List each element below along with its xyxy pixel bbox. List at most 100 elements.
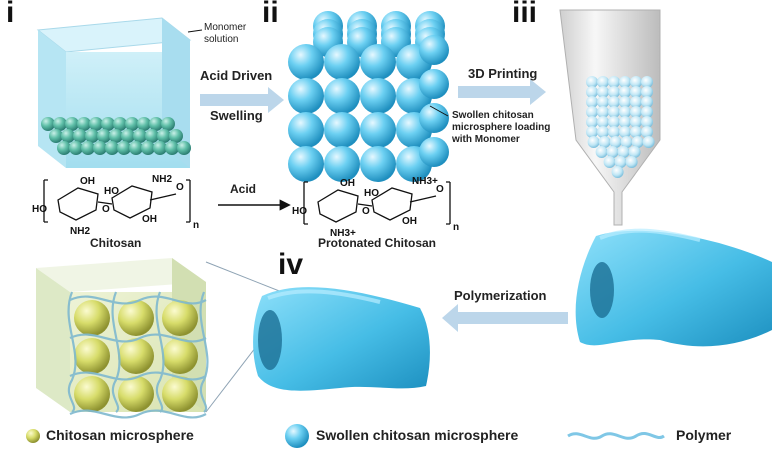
- syringe-microsphere: [597, 126, 609, 138]
- syringe-microsphere: [642, 136, 655, 148]
- network-microsphere: [74, 376, 110, 412]
- syringe-microsphere: [598, 136, 611, 148]
- teal-microsphere: [133, 129, 147, 143]
- protonated-chitosan-structure: [303, 181, 451, 225]
- legend-polymer: Polymer: [676, 427, 732, 443]
- panel-label-iv: iv: [278, 248, 304, 281]
- teal-microsphere: [177, 141, 191, 155]
- syringe-microsphere: [608, 76, 620, 88]
- polymer-strand: [67, 291, 77, 413]
- teal-microsphere: [169, 129, 183, 143]
- syringe-microsphere: [586, 106, 598, 118]
- panel-iii-organ: [575, 228, 772, 347]
- teal-microsphere: [77, 117, 91, 131]
- polymer-strand: [69, 295, 207, 305]
- polymer-strand: [69, 333, 207, 343]
- teal-microsphere: [85, 129, 99, 143]
- teal-microsphere: [101, 117, 115, 131]
- syringe-microsphere: [630, 126, 642, 138]
- syringe-microsphere: [608, 126, 620, 138]
- acid-driven-label: Acid Driven: [200, 68, 273, 83]
- network-microsphere: [118, 300, 154, 336]
- chem-nh2-1: NH2: [70, 226, 90, 237]
- chem-oh-3: OH: [340, 178, 355, 189]
- 3d-printing-label: 3D Printing: [468, 66, 538, 81]
- syringe-microsphere: [619, 96, 631, 108]
- teal-microsphere: [93, 141, 107, 155]
- syringe-microsphere: [630, 116, 642, 128]
- syringe-microsphere: [608, 116, 620, 128]
- teal-microsphere: [149, 117, 163, 131]
- panel-iii-syringe: [559, 9, 661, 226]
- syringe-microsphere: [620, 136, 633, 148]
- teal-microsphere: [109, 129, 123, 143]
- teal-microsphere: [49, 129, 63, 143]
- swollen-microsphere: [324, 78, 360, 114]
- swollen-microsphere: [324, 112, 360, 148]
- chem-ho-4: HO: [364, 188, 379, 199]
- teal-microsphere: [117, 141, 131, 155]
- chem-ho-3: HO: [292, 206, 307, 217]
- panel-label-i: i: [6, 0, 15, 29]
- syringe-microsphere: [597, 106, 609, 118]
- protonated-chitosan-label: Protonated Chitosan: [318, 236, 437, 250]
- teal-microsphere: [65, 117, 79, 131]
- swollen-microsphere: [419, 103, 449, 133]
- swollen-microsphere: [288, 146, 324, 182]
- teal-microsphere: [81, 141, 95, 155]
- syringe-microsphere: [597, 86, 609, 98]
- teal-microsphere: [157, 129, 171, 143]
- syringe-microsphere: [586, 116, 598, 128]
- syringe-microsphere: [595, 146, 608, 158]
- swollen-microsphere: [288, 44, 324, 80]
- teal-microsphere: [105, 141, 119, 155]
- syringe-microsphere: [597, 96, 609, 108]
- syringe-microsphere: [641, 116, 653, 128]
- syringe-microsphere: [641, 86, 653, 98]
- panel-i-cube: [36, 17, 192, 168]
- swollen-microsphere: [360, 78, 396, 114]
- teal-microsphere: [61, 129, 75, 143]
- panel-iv-network-cube: [36, 258, 209, 419]
- legend-chitosan-microsphere-mark: [26, 429, 40, 443]
- teal-microsphere: [125, 117, 139, 131]
- chem-oh-4: OH: [402, 216, 417, 227]
- chem-o-3: O: [362, 206, 370, 217]
- teal-microsphere: [137, 117, 151, 131]
- chem-oh-1: OH: [80, 176, 95, 187]
- legend-swollen-microsphere-mark: [285, 424, 309, 448]
- syringe-microsphere: [586, 76, 598, 88]
- teal-microsphere: [57, 141, 71, 155]
- syringe-microsphere: [619, 106, 631, 118]
- syringe-microsphere: [628, 146, 641, 158]
- syringe-microsphere: [586, 126, 598, 138]
- syringe-microsphere: [630, 106, 642, 118]
- chem-o-4: O: [436, 184, 444, 195]
- monomer-solution-label: Monomer solution: [204, 22, 247, 45]
- acid-label: Acid: [230, 182, 257, 196]
- chem-nh3-2: NH3+: [412, 176, 438, 187]
- syringe-microsphere: [609, 136, 622, 148]
- syringe-microsphere: [597, 76, 609, 88]
- network-microsphere: [162, 300, 198, 336]
- syringe-microsphere: [625, 156, 638, 168]
- teal-microsphere: [41, 117, 55, 131]
- syringe-microsphere: [631, 136, 644, 148]
- syringe-microsphere: [630, 96, 642, 108]
- legend-swollen-chitosan-microsphere: Swollen chitosan microsphere: [316, 427, 519, 443]
- zoom-line-top: [205, 261, 293, 297]
- panel-iv-organ: [253, 287, 430, 391]
- swollen-microsphere: [419, 137, 449, 167]
- swollen-microsphere: [324, 146, 360, 182]
- teal-microsphere: [53, 117, 67, 131]
- teal-microsphere: [97, 129, 111, 143]
- swollen-microsphere: [324, 44, 360, 80]
- syringe-microsphere: [597, 116, 609, 128]
- teal-microsphere: [113, 117, 127, 131]
- polymerization-label: Polymerization: [454, 288, 547, 303]
- panel-label-iii: iii: [512, 0, 538, 29]
- syringe-microsphere: [619, 116, 631, 128]
- network-microsphere: [74, 300, 110, 336]
- network-microsphere: [162, 376, 198, 412]
- panel-ii-sphere-cube: [288, 11, 449, 182]
